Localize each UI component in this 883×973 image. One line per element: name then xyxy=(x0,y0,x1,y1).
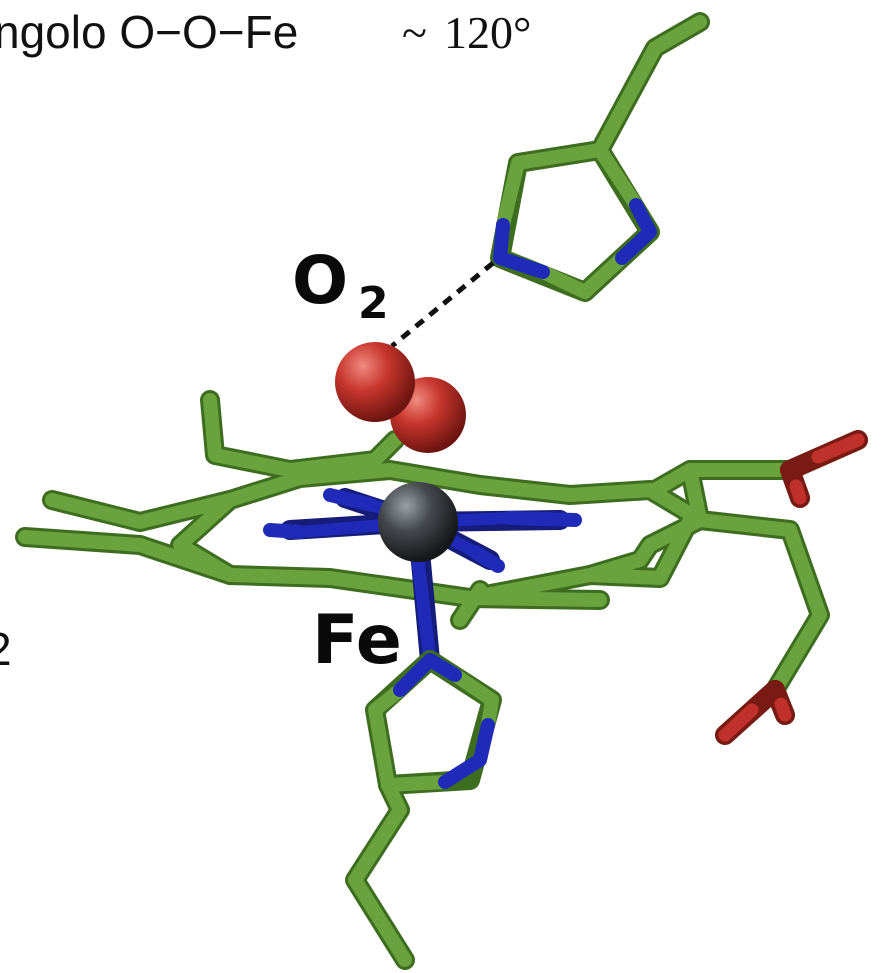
distal-histidine xyxy=(490,12,710,302)
iron-atom xyxy=(378,482,458,562)
edge-fragment-bottom: 2 xyxy=(0,623,12,675)
title-value: 120° xyxy=(444,7,531,58)
hydrogen-bond xyxy=(390,261,495,348)
o2-label-symbol: O xyxy=(292,242,348,319)
o2-label: O 2 xyxy=(292,242,389,329)
o2-label-subscript: 2 xyxy=(358,278,389,329)
fe-label: Fe xyxy=(312,601,402,680)
angle-title: ngolo O−O−Fe ~ 120° xyxy=(0,6,531,58)
oxygen-atom-1 xyxy=(335,342,415,422)
title-prefix: ngolo O−O−Fe xyxy=(0,6,298,58)
title-tilde: ~ xyxy=(402,7,427,58)
